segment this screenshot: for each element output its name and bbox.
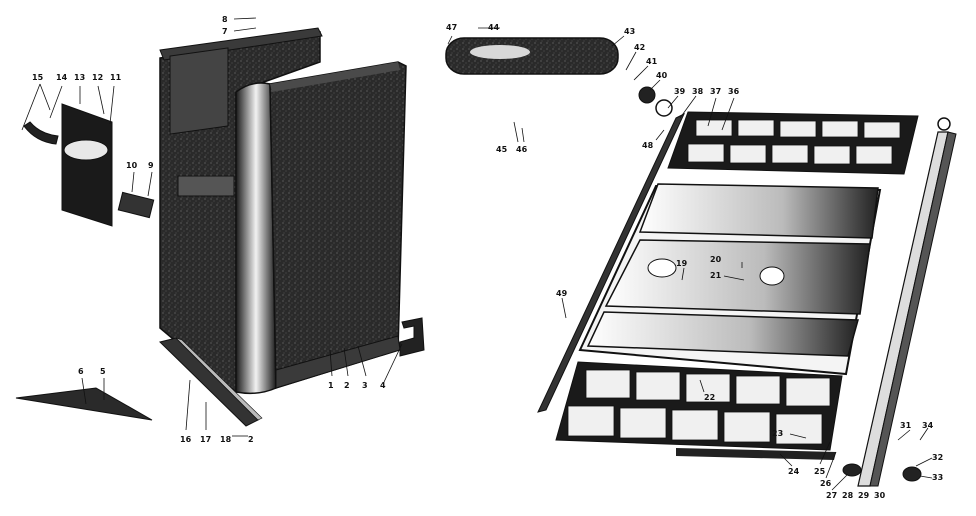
bottom-rail-edge — [175, 337, 263, 421]
label-48: 48 — [642, 141, 654, 150]
label-10: 10 — [126, 161, 138, 170]
label-43: 43 — [624, 27, 635, 36]
ring-part — [655, 99, 673, 117]
label-21: 21 — [710, 271, 722, 280]
label-17: 17 — [200, 435, 211, 444]
label-27: 27 — [826, 491, 837, 500]
handle-part — [23, 121, 59, 145]
label-25: 25 — [814, 467, 826, 476]
label-29: 29 — [858, 491, 870, 500]
label-46: 46 — [516, 145, 528, 154]
label-8: 8 — [222, 15, 228, 24]
base-plate-part — [15, 387, 153, 421]
label-20: 20 — [710, 255, 722, 264]
label-28: 28 — [842, 491, 854, 500]
label-37: 37 — [710, 87, 721, 96]
label-22: 22 — [704, 393, 715, 402]
leader-lines — [21, 17, 933, 491]
label-47: 47 — [446, 23, 457, 32]
label-26: 26 — [820, 479, 832, 488]
label-6: 6 — [78, 367, 84, 376]
label-16: 16 — [180, 435, 192, 444]
cabinet-body — [159, 27, 407, 395]
label-12: 12 — [92, 73, 103, 82]
door-frame-assembly — [537, 111, 957, 487]
label-7: 7 — [222, 27, 228, 36]
label-11: 11 — [110, 73, 122, 82]
label-14: 14 — [56, 73, 68, 82]
label-45: 45 — [496, 145, 508, 154]
label-41: 41 — [646, 57, 658, 66]
label-40: 40 — [656, 71, 668, 80]
label-24: 24 — [788, 467, 800, 476]
label-38: 38 — [692, 87, 704, 96]
label-18b: 2 — [248, 435, 254, 444]
label-5: 5 — [100, 367, 106, 376]
label-33: 33 — [932, 473, 943, 482]
label-19: 19 — [676, 259, 688, 268]
label-34: 34 — [922, 421, 934, 430]
side-plate-part — [61, 103, 113, 227]
bracket-part — [399, 317, 425, 357]
grille-part — [117, 191, 155, 219]
label-18: 18 — [220, 435, 232, 444]
label-15: 15 — [32, 73, 44, 82]
label-44: 44 — [488, 23, 500, 32]
label-36: 36 — [728, 87, 740, 96]
label-3: 3 — [362, 381, 368, 390]
label-23: 23 — [772, 429, 783, 438]
top-cap-part — [445, 37, 619, 75]
label-31: 31 — [900, 421, 912, 430]
part-number-labels: 8 7 15 14 13 12 11 10 9 6 5 16 17 18 2 1… — [32, 15, 943, 500]
top-cap-highlight — [470, 45, 530, 59]
knob-part — [638, 86, 656, 104]
label-1: 1 — [328, 381, 334, 390]
label-2: 2 — [344, 381, 350, 390]
label-32: 32 — [932, 453, 943, 462]
label-13: 13 — [74, 73, 85, 82]
label-42: 42 — [634, 43, 645, 52]
label-49: 49 — [556, 289, 568, 298]
label-39: 39 — [674, 87, 686, 96]
label-9: 9 — [148, 161, 154, 170]
side-plate-opening — [63, 139, 109, 161]
label-4: 4 — [380, 381, 386, 390]
label-30: 30 — [874, 491, 886, 500]
